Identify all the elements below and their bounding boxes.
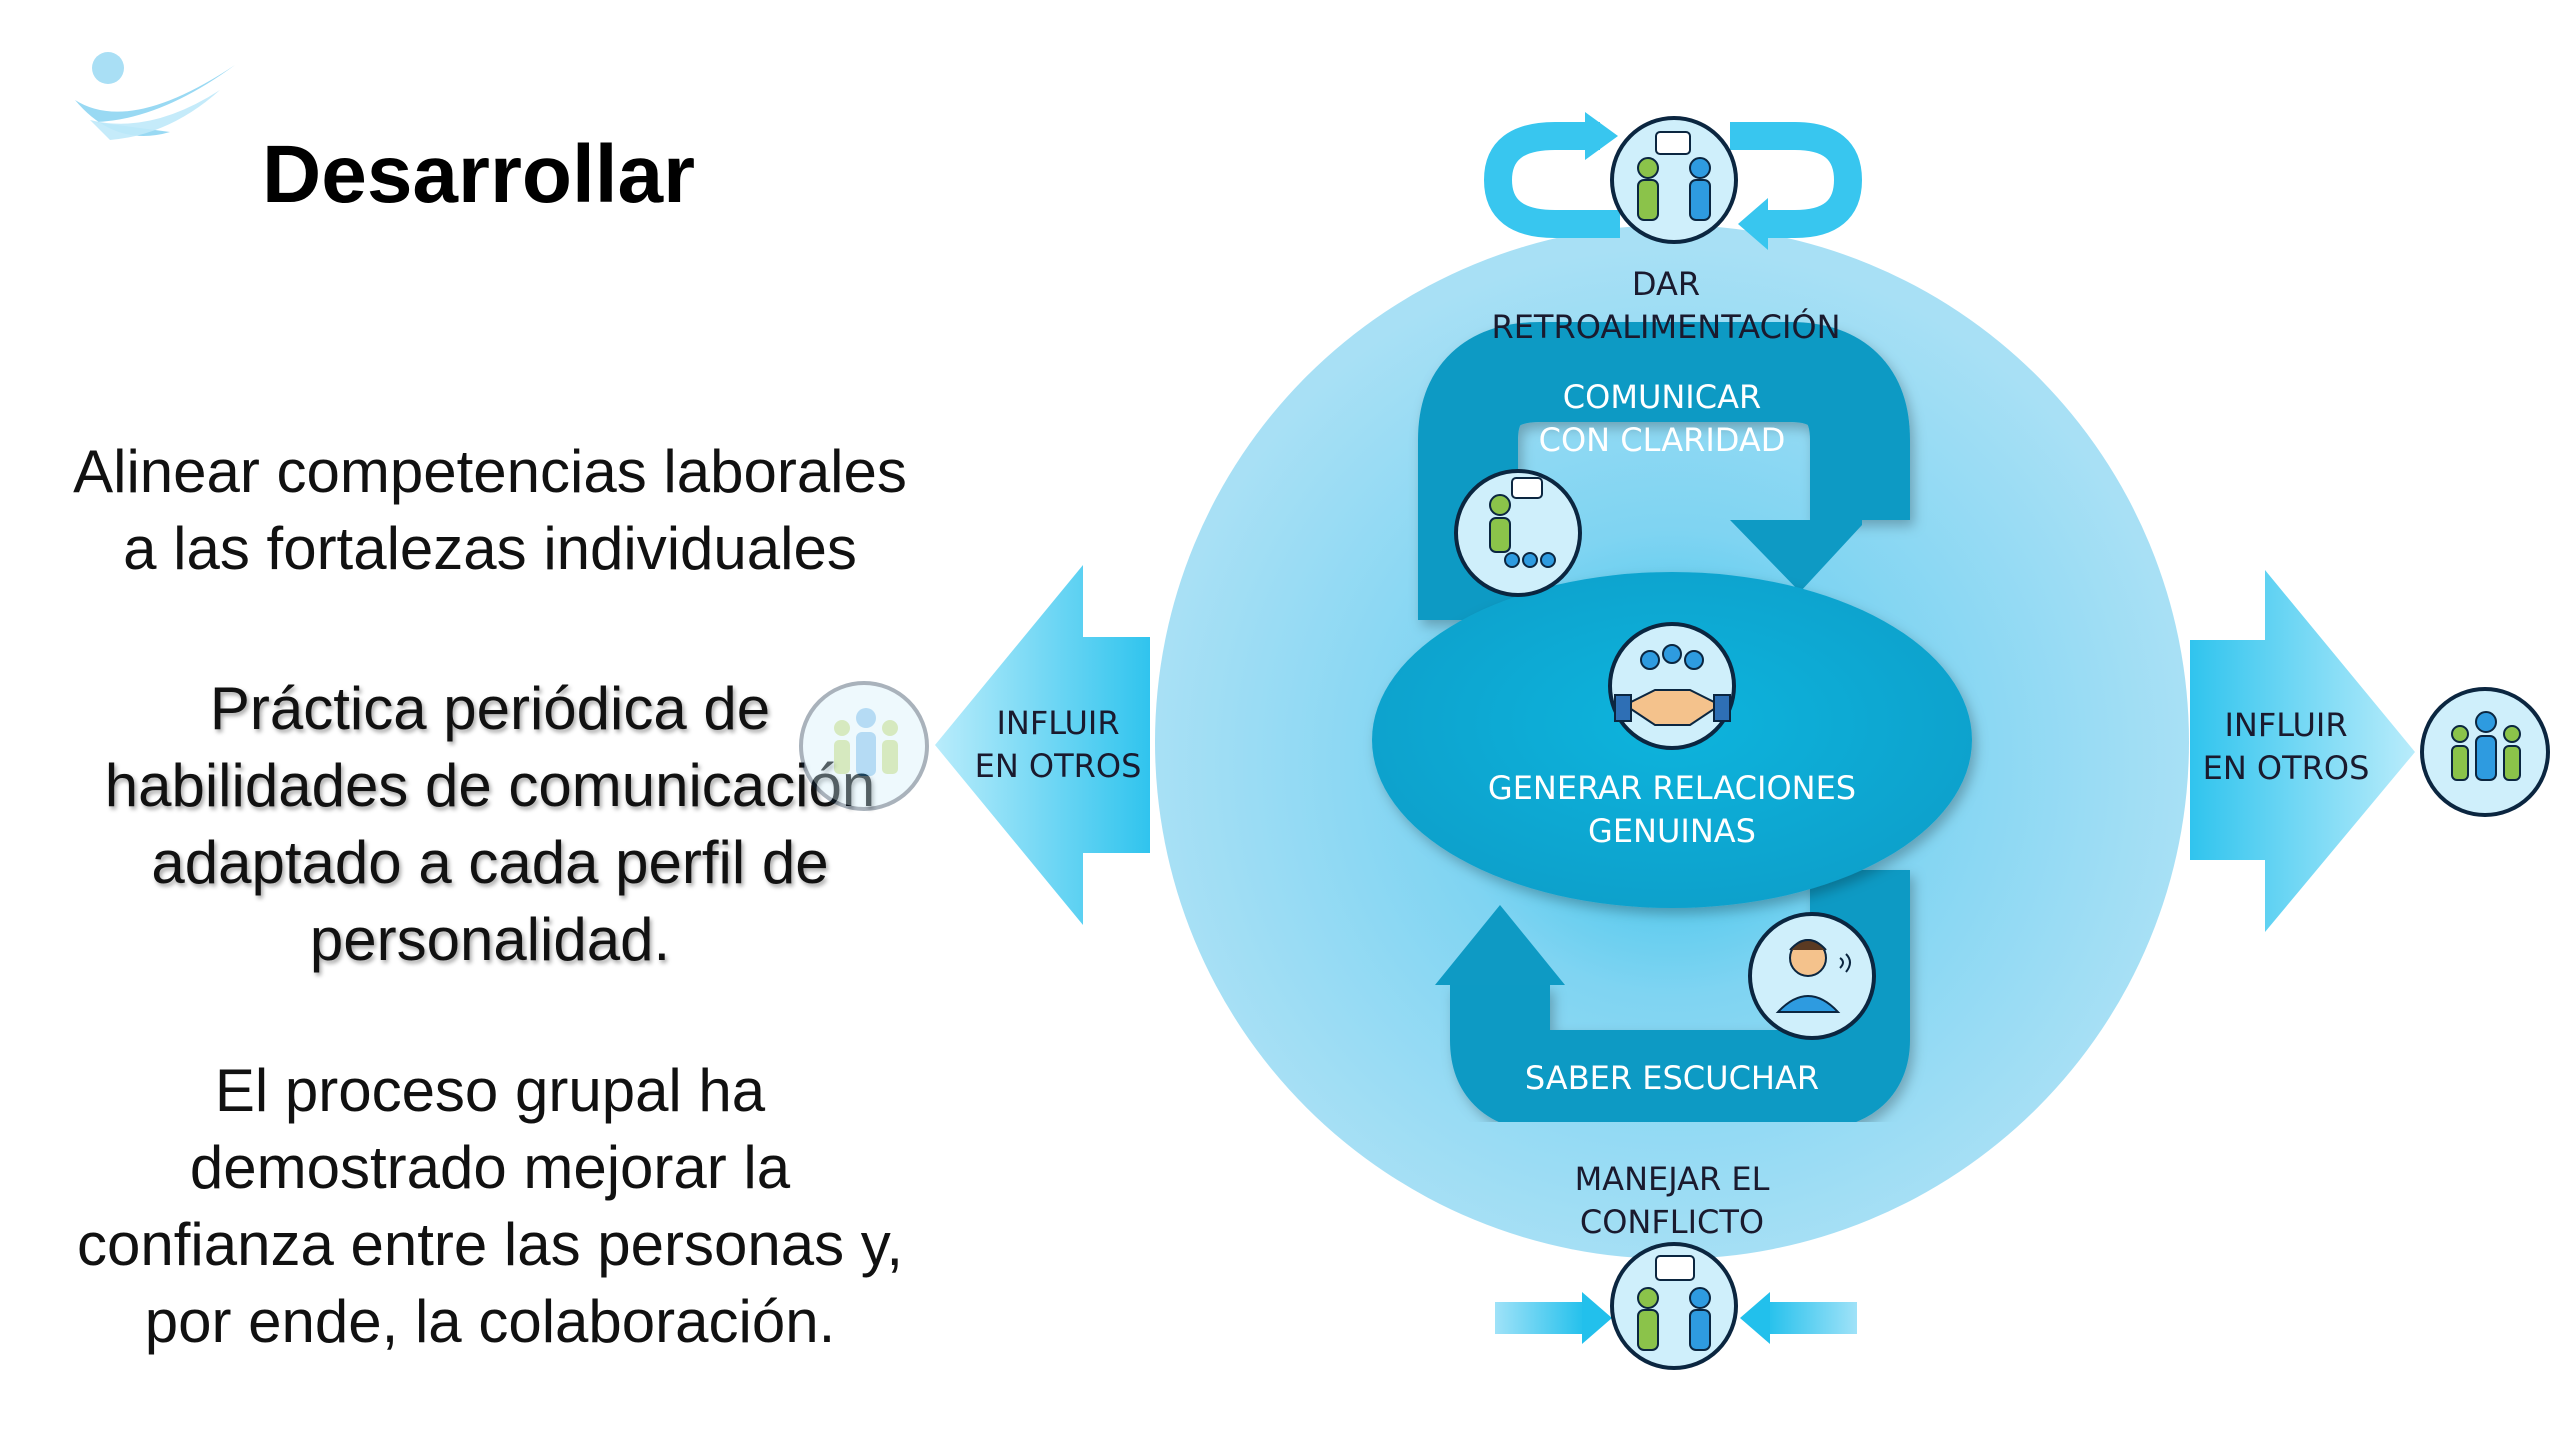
label-communicate-clearly: COMUNICAR CON CLARIDAD [1539, 376, 1786, 462]
label-line: MANEJAR EL [1574, 1160, 1770, 1198]
label-line: GENUINAS [1588, 812, 1756, 850]
label-manage-conflict: MANEJAR EL CONFLICTO [1575, 1158, 1770, 1244]
presenter-icon [1454, 469, 1582, 597]
feedback-people-icon [1610, 116, 1738, 244]
brand-logo [75, 52, 235, 140]
slide-title: Desarrollar [262, 129, 696, 220]
label-line: INFLUIR [2224, 706, 2348, 744]
text-line: confianza entre las personas y, [76, 1211, 904, 1278]
paragraph-practice-communication: Práctica periódica de habilidades de com… [20, 670, 960, 978]
label-build-relationships: GENERAR RELACIONES GENUINAS [1488, 767, 1856, 853]
text-line: adaptado a cada perfil de [151, 829, 829, 896]
conflict-arrow-left-head [1582, 1292, 1612, 1344]
left-influence-arrow-shape [935, 565, 1150, 925]
label-know-how-to-listen: SABER ESCUCHAR [1525, 1057, 1819, 1100]
listener-icon [1748, 912, 1876, 1040]
label-line: DAR [1631, 265, 1701, 303]
text-line: El proceso grupal ha [214, 1057, 766, 1124]
label-line: EN OTROS [2202, 749, 2370, 787]
conflict-arrow-left-body [1495, 1302, 1585, 1334]
conflict-arrow-right-head [1740, 1292, 1770, 1344]
feedback-loop-left-head [1585, 112, 1618, 160]
label-line: INFLUIR [996, 704, 1120, 742]
feedback-loop-right-head [1738, 198, 1768, 250]
text-line: por ende, la colaboración. [144, 1288, 836, 1355]
text-line: demostrado mejorar la [189, 1134, 791, 1201]
label-line: EN OTROS [974, 747, 1142, 785]
label-line: COMUNICAR [1562, 378, 1762, 416]
text-line: Alinear competencias laborales [73, 438, 907, 505]
paragraph-group-process: El proceso grupal ha demostrado mejorar … [20, 1052, 960, 1360]
influence-group-icon-right [2420, 687, 2550, 817]
upper-loop-arrow [1418, 322, 1910, 620]
influence-group-icon-left [799, 681, 929, 811]
upper-loop-arrowhead-main [1730, 520, 1862, 592]
lower-loop-arrow [1450, 870, 1910, 1130]
right-influence-arrow-shape [2190, 570, 2415, 932]
conflict-people-icon [1610, 1242, 1738, 1370]
text-line: a las fortalezas individuales [123, 515, 857, 582]
label-give-feedback: DAR RETROALIMENTACIÓN [1491, 263, 1840, 349]
feedback-loop-left [1483, 122, 1620, 238]
label-line: GENERAR RELACIONES [1487, 769, 1857, 807]
text-line: Práctica periódica de [209, 675, 771, 742]
label-influence-left: INFLUIR EN OTROS [975, 702, 1142, 788]
label-line: RETROALIMENTACIÓN [1491, 308, 1841, 346]
text-line: personalidad. [309, 906, 671, 973]
lower-loop-arrowhead [1435, 905, 1565, 985]
label-influence-right: INFLUIR EN OTROS [2203, 704, 2370, 790]
handshake-team-icon [1608, 622, 1736, 750]
paragraph-align-competencies: Alinear competencias laborales a las for… [20, 433, 960, 587]
feedback-loop-right [1730, 122, 1863, 238]
label-line: CONFLICTO [1579, 1203, 1765, 1241]
conflict-arrow-right-body [1765, 1302, 1857, 1334]
label-line: SABER ESCUCHAR [1524, 1059, 1820, 1097]
label-line: CON CLARIDAD [1538, 421, 1786, 459]
text-line: habilidades de comunicación [104, 752, 876, 819]
